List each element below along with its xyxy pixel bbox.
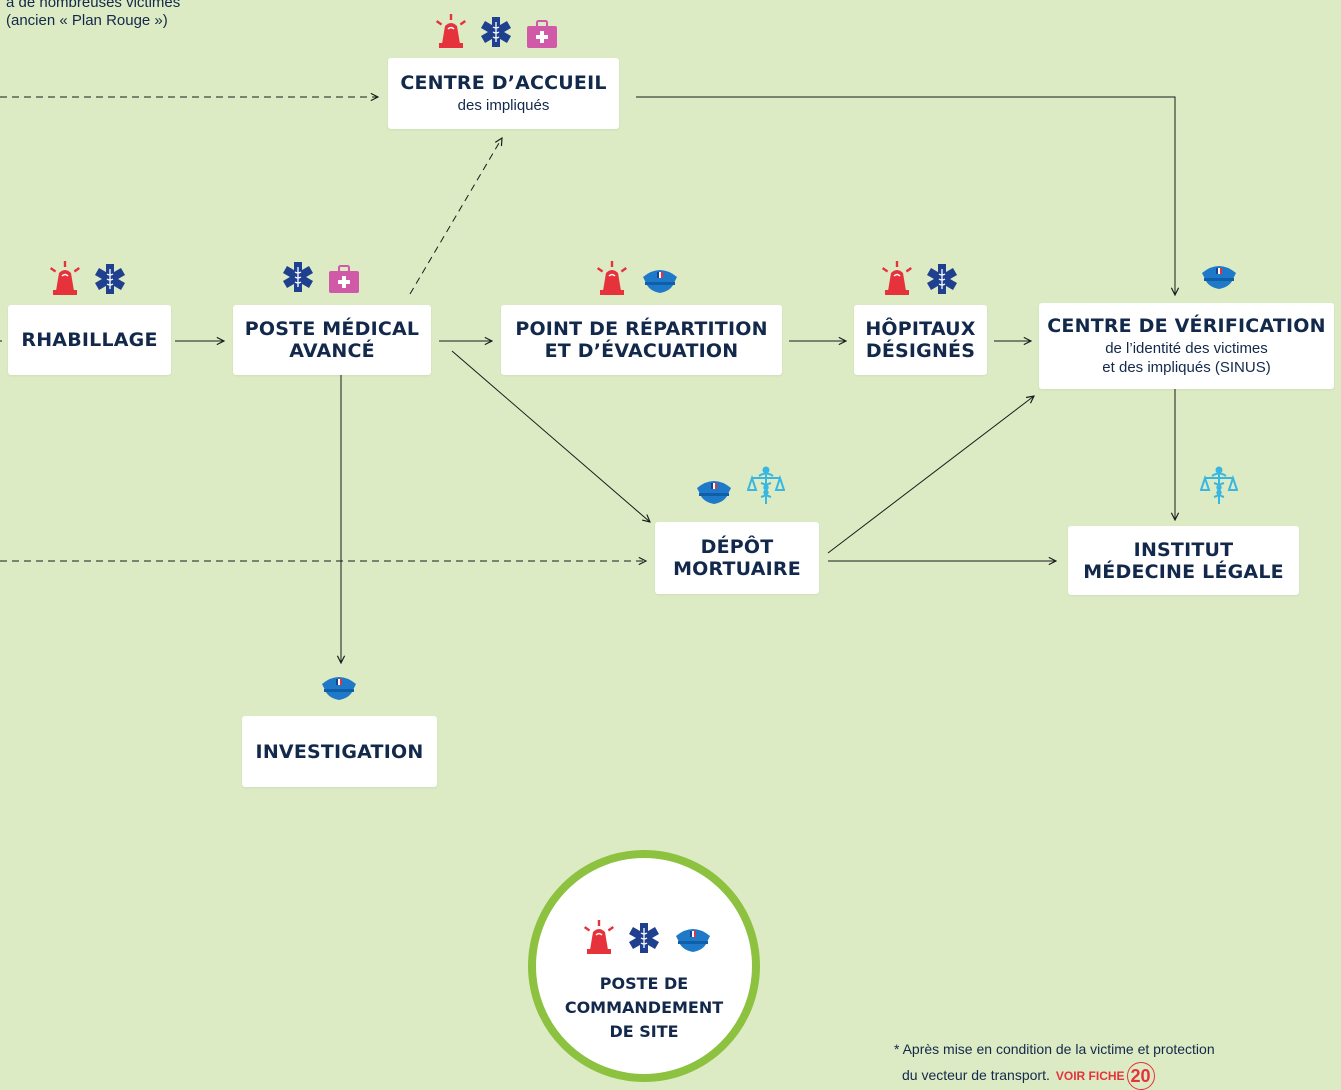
voir-fiche-link[interactable]: VOIR FICHE (1055, 1069, 1125, 1083)
police-cap-icon (641, 265, 679, 295)
icons-investigation (320, 672, 358, 702)
node-centre-verification[interactable]: CENTRE DE VÉRIFICATION de l’identité des… (1039, 303, 1334, 389)
node-poste-medical-avance[interactable]: POSTE MÉDICAL AVANCÉ (233, 305, 431, 375)
command-post-circle[interactable]: POSTE DE COMMANDEMENT DE SITE (528, 850, 760, 1082)
star-of-life-icon (926, 263, 958, 295)
icons-centre-accueil (436, 14, 558, 48)
icons-rhabillage (50, 261, 126, 295)
node-institut-medecine-legale[interactable]: INSTITUT MÉDECINE LÉGALE (1068, 526, 1299, 595)
siren-icon (436, 14, 466, 48)
command-post-title: POSTE DE COMMANDEMENT DE SITE (564, 974, 724, 1041)
node-subtitle: des impliqués (457, 97, 550, 114)
icons-poste-medical (282, 261, 360, 293)
star-of-life-icon (94, 263, 126, 295)
icons-institut (1200, 466, 1238, 506)
footnote: * Après mise en condition de la victime … (894, 1036, 1215, 1090)
node-title: INSTITUT MÉDECINE LÉGALE (1083, 538, 1284, 583)
node-rhabillage[interactable]: RHABILLAGE (8, 305, 171, 375)
arrow-dashed-pma-to-accueil (409, 138, 502, 295)
police-cap-icon (695, 476, 733, 506)
star-of-life-icon (282, 261, 314, 293)
footnote-line-1: * Après mise en condition de la victime … (894, 1041, 1215, 1057)
police-cap-icon (1200, 261, 1238, 291)
node-title: CENTRE DE VÉRIFICATION (1047, 315, 1326, 337)
header-note: à de nombreuses victimes (ancien « Plan … (6, 0, 181, 29)
node-point-repartition[interactable]: POINT DE RÉPARTITION ET D’ÉVACUATION (501, 305, 782, 375)
node-title: HÔPITAUX DÉSIGNÉS (865, 318, 976, 362)
star-of-life-icon (480, 16, 512, 48)
icons-depot-mortuaire (695, 466, 785, 506)
police-cap-icon (320, 672, 358, 702)
node-title: INVESTIGATION (255, 740, 424, 763)
node-title: RHABILLAGE (21, 329, 158, 351)
siren-icon (882, 261, 912, 295)
police-cap-icon (674, 924, 712, 954)
node-title: POINT DE RÉPARTITION ET D’ÉVACUATION (515, 318, 768, 362)
icons-centre-verification (1200, 261, 1238, 291)
node-subtitle: de l’identité des victimes et des impliq… (1102, 340, 1271, 376)
node-investigation[interactable]: INVESTIGATION (242, 716, 437, 787)
star-of-life-icon (628, 922, 660, 954)
medical-bag-icon (328, 265, 360, 293)
arrow-pma-to-depot (451, 350, 650, 522)
siren-icon (584, 920, 614, 954)
icons-hopitaux (882, 261, 958, 295)
node-title: POSTE MÉDICAL AVANCÉ (244, 318, 420, 362)
node-depot-mortuaire[interactable]: DÉPÔT MORTUAIRE (655, 522, 819, 594)
footnote-line-2: du vecteur de transport. (902, 1067, 1050, 1083)
caduceus-scales-icon (1200, 466, 1238, 506)
node-title: DÉPÔT MORTUAIRE (673, 536, 801, 580)
caduceus-scales-icon (747, 466, 785, 506)
siren-icon (597, 261, 627, 295)
arrow-depot-to-verification (827, 396, 1034, 554)
arrow-accueil-to-verification (636, 96, 1175, 295)
icons-command-post (584, 920, 712, 954)
node-centre-accueil[interactable]: CENTRE D’ACCUEIL des impliqués (388, 58, 619, 129)
node-hopitaux-designes[interactable]: HÔPITAUX DÉSIGNÉS (854, 305, 987, 375)
siren-icon (50, 261, 80, 295)
medical-bag-icon (526, 20, 558, 48)
icons-point-repartition (597, 261, 679, 295)
node-title: CENTRE D’ACCUEIL (400, 72, 607, 94)
